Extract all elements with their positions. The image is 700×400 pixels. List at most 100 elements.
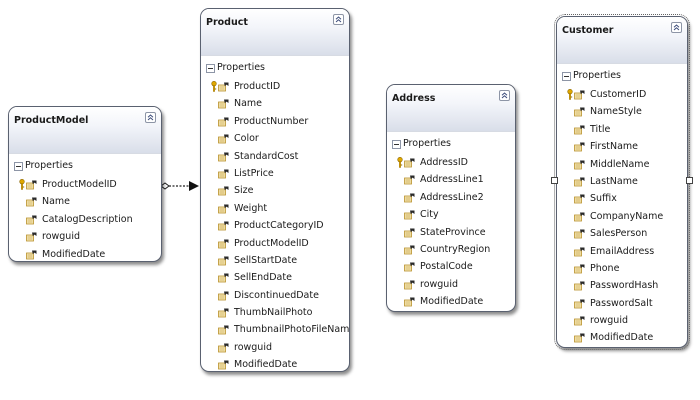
property-item[interactable]: Suffix (557, 190, 687, 207)
property-item[interactable]: ProductModelID (9, 176, 161, 193)
property-item[interactable]: CatalogDescription (9, 211, 161, 228)
property-item[interactable]: rowguid (9, 228, 161, 245)
property-name: rowguid (234, 341, 272, 353)
properties-section[interactable]: Properties (557, 68, 687, 86)
property-item[interactable]: SellEndDate (201, 269, 349, 286)
property-item[interactable]: Name (9, 193, 161, 210)
property-name: Size (234, 185, 254, 197)
properties-section[interactable]: Properties (9, 158, 161, 176)
property-item[interactable]: Name (201, 95, 349, 112)
property-item[interactable]: Size (201, 182, 349, 199)
property-name: City (420, 209, 439, 221)
property-item[interactable]: StandardCost (201, 148, 349, 165)
property-item[interactable]: ProductNumber (201, 113, 349, 130)
property-name: CompanyName (590, 210, 664, 222)
property-item[interactable]: ThumbnailPhotoFileName (201, 321, 349, 338)
property-item[interactable]: City (387, 206, 515, 223)
property-item[interactable]: Color (201, 130, 349, 147)
minus-box-icon[interactable] (206, 64, 215, 73)
property-name: Name (42, 196, 71, 208)
property-name: ModifiedDate (234, 359, 298, 371)
property-name: ModifiedDate (590, 332, 654, 344)
property-item[interactable]: LastName (557, 173, 687, 190)
property-name: LastName (590, 175, 638, 187)
property-item[interactable]: NameStyle (557, 103, 687, 120)
minus-box-icon[interactable] (392, 140, 401, 149)
property-item[interactable]: CustomerID (557, 86, 687, 103)
property-name: rowguid (42, 231, 80, 243)
properties-section[interactable]: Properties (201, 60, 349, 78)
property-item[interactable]: PostalCode (387, 258, 515, 275)
section-label: Properties (25, 160, 74, 171)
entity-header[interactable]: ProductModel (9, 107, 161, 154)
property-item[interactable]: ModifiedDate (9, 246, 161, 261)
property-item[interactable]: DiscontinuedDate (201, 287, 349, 304)
double-chevron-up-icon[interactable] (145, 112, 156, 123)
property-name: StandardCost (234, 150, 299, 162)
property-item[interactable]: EmailAddress (557, 243, 687, 260)
property-item[interactable]: ModifiedDate (557, 329, 687, 346)
property-item[interactable]: SellStartDate (201, 252, 349, 269)
property-name: Phone (590, 262, 620, 274)
property-item[interactable]: CountryRegion (387, 241, 515, 258)
minus-box-icon[interactable] (562, 72, 571, 81)
property-item[interactable]: ProductID (201, 78, 349, 95)
property-item[interactable]: PasswordSalt (557, 295, 687, 312)
minus-box-icon[interactable] (14, 162, 23, 171)
property-name: Color (234, 133, 259, 145)
property-item[interactable]: AddressLine1 (387, 171, 515, 188)
property-item[interactable]: AddressLine2 (387, 189, 515, 206)
double-chevron-up-icon[interactable] (671, 22, 682, 33)
property-name: SalesPerson (590, 228, 648, 240)
property-name: EmailAddress (590, 245, 655, 257)
entity-title: Address (392, 93, 436, 104)
property-name: ThumbnailPhotoFileName (234, 324, 350, 336)
property-name: ProductNumber (234, 115, 309, 127)
property-name: StateProvince (420, 226, 486, 238)
property-item[interactable]: rowguid (557, 312, 687, 329)
entity-header[interactable]: Address (387, 85, 515, 132)
property-item[interactable]: PasswordHash (557, 277, 687, 294)
section-label: Properties (403, 138, 452, 149)
property-item[interactable]: ProductCategoryID (201, 217, 349, 234)
property-item[interactable]: ModifiedDate (387, 293, 515, 310)
property-name: Title (590, 123, 611, 135)
property-item[interactable]: ProductModelID (201, 235, 349, 252)
entity-productmodel[interactable]: ProductModel Properties ProductModelID Na… (8, 106, 162, 262)
property-name: ModifiedDate (42, 248, 106, 260)
resize-handle-right[interactable] (686, 177, 693, 184)
double-chevron-up-icon[interactable] (499, 90, 510, 101)
property-name: NameStyle (590, 106, 642, 118)
property-item[interactable]: rowguid (387, 276, 515, 293)
property-name: rowguid (590, 315, 628, 327)
property-item[interactable]: SalesPerson (557, 225, 687, 242)
property-item[interactable]: Weight (201, 200, 349, 217)
property-item[interactable]: Title (557, 121, 687, 138)
property-item[interactable]: rowguid (201, 339, 349, 356)
properties-section[interactable]: Properties (387, 136, 515, 154)
property-item[interactable]: MiddleName (557, 156, 687, 173)
entity-header[interactable]: Product (201, 9, 349, 56)
property-item[interactable]: Phone (557, 260, 687, 277)
property-item[interactable]: AddressID (387, 154, 515, 171)
property-name: PasswordHash (590, 280, 659, 292)
property-item[interactable]: ThumbNailPhoto (201, 304, 349, 321)
property-name: ProductCategoryID (234, 220, 324, 232)
double-chevron-up-icon[interactable] (333, 14, 344, 25)
property-item[interactable]: ModifiedDate (201, 356, 349, 371)
relationship-diamond (160, 182, 170, 190)
property-name: PostalCode (420, 261, 473, 273)
property-item[interactable]: FirstName (557, 138, 687, 155)
entity-header[interactable]: Customer (557, 17, 687, 64)
property-item[interactable]: StateProvince (387, 224, 515, 241)
resize-handle-left[interactable] (551, 177, 558, 184)
property-item[interactable]: ListPrice (201, 165, 349, 182)
property-item[interactable]: CompanyName (557, 208, 687, 225)
